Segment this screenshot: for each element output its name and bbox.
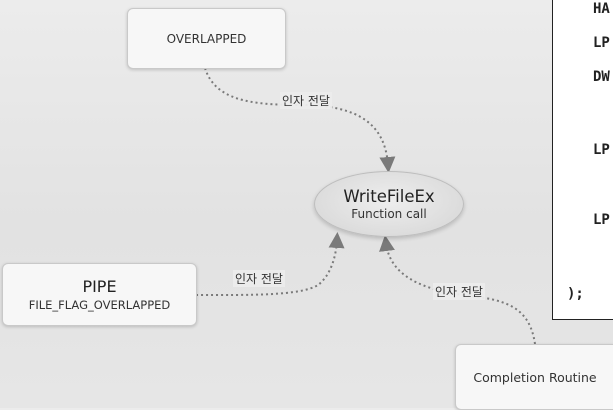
writefileex-title: WriteFileEx — [343, 187, 435, 206]
code-panel: HA LP DW LP LP ); — [552, 0, 613, 320]
edge-label-completion: 인자 전달 — [433, 283, 485, 300]
edge-label-overlapped: 인자 전달 — [280, 92, 332, 109]
completion-routine-label: Completion Routine — [473, 369, 597, 385]
edge-label-pipe: 인자 전달 — [233, 270, 285, 287]
code-line: LP — [593, 35, 610, 51]
completion-routine-node: Completion Routine — [455, 344, 613, 410]
pipe-title: PIPE — [82, 277, 117, 296]
overlapped-node: OVERLAPPED — [127, 8, 286, 69]
pipe-node: PIPE FILE_FLAG_OVERLAPPED — [2, 263, 197, 326]
code-line: LP — [593, 212, 610, 228]
code-line: LP — [593, 142, 610, 158]
writefileex-node: WriteFileEx Function call — [314, 171, 464, 237]
overlapped-label: OVERLAPPED — [166, 31, 247, 46]
code-line: DW — [593, 69, 610, 85]
arrow-completion-to-center — [379, 235, 536, 345]
writefileex-subtitle: Function call — [351, 207, 427, 221]
arrow-overlapped-to-center — [204, 67, 396, 173]
code-line-close: ); — [567, 286, 584, 302]
pipe-subtitle: FILE_FLAG_OVERLAPPED — [28, 298, 171, 312]
code-line: HA — [593, 1, 610, 17]
